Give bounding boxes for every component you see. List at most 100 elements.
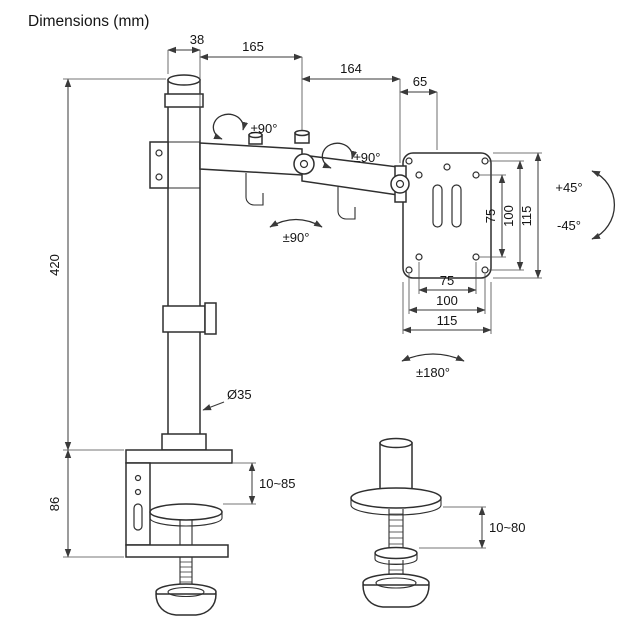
pole-ring [164, 93, 204, 108]
dim-clamp-range: 10~85 [223, 462, 296, 505]
dim-label-10-80: 10~80 [489, 520, 526, 535]
vesa-slot-left [432, 184, 443, 228]
dim-label-diameter-35: Ø35 [227, 387, 252, 402]
pole-body [167, 79, 201, 451]
arm-boss-2-cap [294, 129, 310, 137]
grommet-knob-inner [375, 577, 417, 589]
clamp-pad-top [149, 503, 223, 521]
tilt-bolt [395, 179, 405, 189]
dim-vesa-vertical-75: 75 [479, 174, 506, 258]
grommet-knob-body [362, 584, 430, 608]
dim-label-86: 86 [47, 497, 62, 511]
vesa-hole-100 [481, 157, 489, 165]
clamp-pad [149, 503, 223, 545]
dim-vesa-vertical-100: 100 [488, 160, 524, 271]
grommet-washer-rim [350, 498, 442, 516]
dim-label-420: 420 [47, 254, 62, 276]
vesa-hole-100 [405, 157, 413, 165]
pole-collar [162, 305, 206, 333]
tilt-up-label: +45° [555, 180, 582, 195]
dim-vesa-horizontal-75: 75 [418, 262, 477, 294]
dim-label-vesa-h-75: 75 [440, 273, 454, 288]
clamp-top-plate [125, 449, 233, 464]
tilt-down-label: -45° [557, 218, 581, 233]
dimension-annotations: 38 165 164 65 420 86 [47, 32, 542, 558]
dim-clamp-height: 86 [47, 449, 124, 558]
grommet-knob [362, 573, 430, 608]
clamp-pad-rim [149, 512, 223, 527]
rotation-label-3: ±90° [283, 230, 310, 245]
swivel-annotation: ±180° [401, 353, 465, 380]
rotation-lower: ±90° [269, 218, 323, 245]
rotation-arrow-icon [269, 218, 323, 228]
pole-base-collar [161, 433, 207, 451]
rotation-label-2: ±90° [354, 150, 381, 165]
clamp-screw [155, 557, 217, 616]
dim-label-65: 65 [413, 74, 427, 89]
clamp-screw-threads [180, 561, 192, 583]
extension-lines [419, 506, 486, 549]
grommet-pole [379, 442, 413, 496]
diagram-title: Dimensions (mm) [28, 13, 149, 30]
grommet-nut-rim [374, 553, 418, 566]
clamp-hole [134, 488, 142, 496]
rotation-arrow-icon [212, 113, 249, 140]
dim-label-vesa-v-115: 115 [519, 206, 534, 227]
dim-vesa-horizontal-115: 115 [402, 282, 492, 334]
clamp-slot [133, 503, 143, 531]
extension-lines [402, 282, 492, 334]
arm-elbow-bolt [299, 159, 309, 169]
extension-lines [223, 462, 256, 505]
arm-mount-bracket [149, 141, 169, 189]
rotation-upper-1: ±90° [212, 113, 278, 140]
grommet-washer-top [350, 487, 442, 509]
arm-boss-1-cap [248, 131, 263, 139]
clamp-hole [134, 474, 142, 482]
cable-clip [204, 302, 217, 335]
vesa-hole-75 [415, 253, 423, 261]
arm-segment-2 [301, 154, 399, 196]
dim-label-vesa-v-75: 75 [483, 209, 498, 223]
bracket-seams [168, 141, 200, 189]
arm [199, 129, 399, 220]
dim-vesa-horizontal-100: 100 [408, 274, 486, 314]
pole-cap [167, 74, 201, 86]
vesa-hole-75 [472, 171, 480, 179]
dim-vesa-vertical-115: 115 [493, 152, 542, 279]
dim-head-offset: 65 [399, 74, 438, 150]
vesa-slot-right [451, 184, 462, 228]
bracket-bolt [155, 149, 163, 157]
vesa-center-bolt [443, 163, 451, 171]
clamp-pad-stem [179, 520, 193, 545]
pole [149, 74, 217, 451]
swivel-label: ±180° [416, 365, 450, 380]
rotation-arrow-icon [321, 142, 358, 169]
dim-label-38: 38 [190, 32, 204, 47]
cable-hook-2 [337, 187, 356, 220]
grommet-mount [350, 437, 442, 608]
desk-clamp [125, 449, 233, 616]
vesa-plate [390, 152, 492, 279]
dim-pole-height: 420 [47, 78, 166, 451]
dim-label-vesa-h-115: 115 [437, 313, 458, 328]
dim-label-vesa-v-100: 100 [501, 205, 516, 227]
tilt-annotation: +45° -45° [555, 170, 616, 240]
tilt-arrow-icon [591, 170, 616, 240]
grommet-rod-sides [388, 509, 404, 578]
dim-arm-segment-2: 164 [301, 61, 401, 163]
clamp-knob-inner [167, 586, 205, 598]
rotation-upper-2: ±90° [321, 142, 381, 169]
dim-label-vesa-h-100: 100 [436, 293, 458, 308]
vesa-hole-100 [481, 266, 489, 274]
extension-lines [167, 50, 201, 140]
leader-line [202, 401, 225, 411]
rotation-label-1: ±90° [251, 121, 278, 136]
grommet-nut [374, 546, 418, 566]
vesa-plate-outline [402, 152, 492, 279]
arm-segment-1 [199, 142, 303, 176]
grommet-pole-cap [379, 437, 413, 449]
dim-label-164: 164 [340, 61, 362, 76]
grommet-nut-top [374, 546, 418, 560]
dim-pole-width: 38 [167, 32, 204, 140]
